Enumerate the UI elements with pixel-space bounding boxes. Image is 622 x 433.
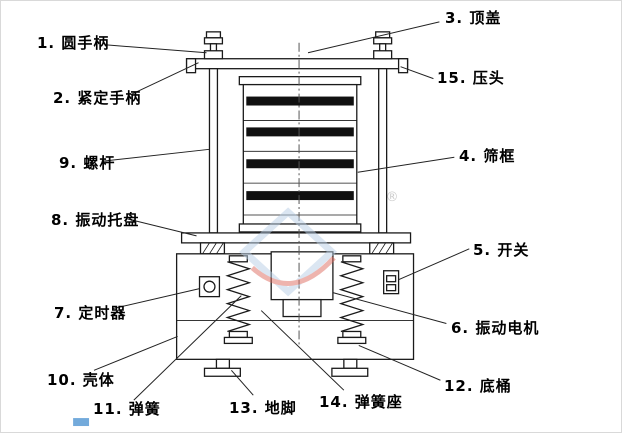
round-handle-left-shape xyxy=(203,31,224,60)
round-handle-right-shape xyxy=(373,31,393,60)
spring-right-shape xyxy=(338,261,365,333)
leader-top-cover xyxy=(307,21,440,54)
spring-left-shape xyxy=(225,261,252,333)
label-lock-handle: 2. 紧定手柄 xyxy=(53,89,142,107)
label-housing: 10. 壳体 xyxy=(47,371,115,389)
machine-shapes xyxy=(175,31,415,377)
label-round-handle: 1. 圆手柄 xyxy=(37,34,110,52)
label-spring-seat: 14. 弹簧座 xyxy=(319,393,403,411)
watermark-fragment xyxy=(73,418,90,427)
spring-seat-right-shape xyxy=(337,255,367,345)
leader-spring xyxy=(133,295,242,401)
foot-left-shape xyxy=(203,358,241,377)
leader-round-handle xyxy=(104,44,207,54)
leader-sieve-frame xyxy=(357,156,455,173)
leader-bottom-barrel xyxy=(358,344,441,381)
label-switch: 5. 开关 xyxy=(473,241,530,259)
label-top-cover: 3. 顶盖 xyxy=(445,9,502,27)
label-motor: 6. 振动电机 xyxy=(451,319,540,337)
label-bottom-barrel: 12. 底桶 xyxy=(444,377,512,395)
label-screw-rod: 9. 螺杆 xyxy=(59,154,116,172)
timer-shape xyxy=(198,276,221,298)
leader-press-head xyxy=(400,66,434,80)
leader-housing xyxy=(93,335,178,371)
registered-mark: ® xyxy=(386,190,399,205)
leader-lock-handle xyxy=(130,62,199,96)
vibration-tray-shape xyxy=(180,232,412,255)
leader-foot xyxy=(230,369,254,396)
leader-tray xyxy=(127,218,197,237)
screw-rod-right-shape xyxy=(378,68,388,234)
sieve-frame-shape xyxy=(238,83,362,233)
top-cover-shape xyxy=(238,76,362,86)
label-press-head: 15. 压头 xyxy=(437,69,505,87)
label-timer: 7. 定时器 xyxy=(54,304,127,322)
press-head-shape xyxy=(185,58,409,74)
label-tray: 8. 振动托盘 xyxy=(51,211,140,229)
screw-rod-left-shape xyxy=(208,68,219,234)
label-sieve-frame: 4. 筛框 xyxy=(459,147,516,165)
switch-shape xyxy=(383,270,400,295)
leader-switch xyxy=(398,248,470,281)
leader-lines xyxy=(93,21,470,401)
watermark: ® xyxy=(239,190,399,297)
label-foot: 13. 地脚 xyxy=(229,399,297,417)
spring-seat-left-shape xyxy=(223,255,253,345)
leader-screw-rod xyxy=(101,148,210,162)
foot-right-shape xyxy=(331,358,369,377)
leader-spring-seat xyxy=(260,310,345,391)
leader-motor xyxy=(332,292,447,324)
leader-timer xyxy=(112,288,200,310)
label-spring: 11. 弹簧 xyxy=(93,400,161,418)
